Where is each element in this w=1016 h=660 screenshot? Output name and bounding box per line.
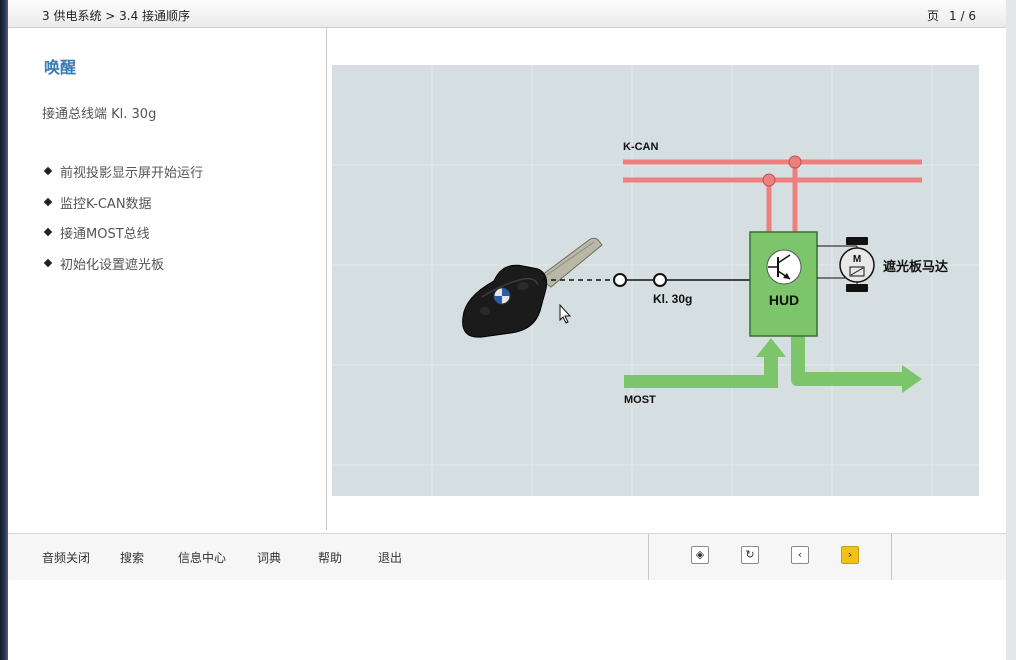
bullet-text: 接通MOST总线 <box>60 227 150 242</box>
page-indicator: 页 1 / 6 <box>927 7 976 24</box>
reload-icon[interactable]: ↻ <box>741 546 759 564</box>
kl30g-label: Kl. 30g <box>653 292 692 306</box>
top-bar: 3 供电系统 > 3.4 接通顺序 页 1 / 6 <box>8 0 1006 28</box>
search-button[interactable]: 搜索 <box>120 551 145 565</box>
bullet-text: 监控K-CAN数据 <box>60 196 152 212</box>
exit-button[interactable]: 退出 <box>378 551 403 565</box>
motor-label: 遮光板马达 <box>883 259 948 275</box>
bullet-diamond-icon <box>43 258 53 267</box>
car-key-icon <box>462 237 603 338</box>
right-window-edge <box>1006 0 1016 660</box>
bullet-diamond-icon <box>43 227 53 237</box>
navigation-controls: ◈ ↻ ‹ › <box>648 534 892 580</box>
help-button[interactable]: 帮助 <box>318 551 343 565</box>
bottom-toolbar: 音频关闭 搜索 信息中心 词典 帮助 退出 ◈ ↻ ‹ › <box>8 533 1006 580</box>
motor-symbol: M <box>853 254 861 265</box>
bullet-text: 初始化设置遮光板 <box>60 257 165 273</box>
info-center-button[interactable]: 信息中心 <box>178 551 227 565</box>
page-count: 1 / 6 <box>949 9 976 23</box>
fullscreen-icon[interactable]: ◈ <box>691 546 709 564</box>
most-label: MOST <box>624 394 656 406</box>
dictionary-button[interactable]: 词典 <box>257 551 282 565</box>
panel-divider <box>326 28 327 530</box>
next-icon[interactable]: › <box>841 546 859 564</box>
mouse-cursor-icon <box>559 303 572 324</box>
page-subtitle: 接通总线端 Kl. 30g <box>42 107 157 122</box>
audio-off-button[interactable]: 音频关闭 <box>42 551 91 565</box>
kcan-bus <box>623 155 922 233</box>
bullet-item: 前视投影显示屏开始运行 <box>43 162 204 193</box>
empty-area <box>8 580 1006 660</box>
bullet-text: 前视投影显示屏开始运行 <box>60 166 204 181</box>
bullet-diamond-icon <box>43 166 53 176</box>
previous-icon[interactable]: ‹ <box>791 546 809 564</box>
hud-label: HUD <box>769 292 799 308</box>
kl30g-connection <box>542 273 750 287</box>
hud-unit <box>749 231 818 337</box>
kcan-label: K-CAN <box>623 141 658 153</box>
most-bus <box>624 336 922 393</box>
bullet-diamond-icon <box>43 197 53 206</box>
page-title: 唤醒 <box>44 58 77 77</box>
wiring-diagram: K-CAN MOST Kl. 30g HUD <box>332 65 979 496</box>
bullet-item: 初始化设置遮光板 <box>43 254 203 285</box>
bullet-list: 前视投影显示屏开始运行 监控K-CAN数据 接通MOST总线 初始化设置遮光板 <box>43 162 204 285</box>
breadcrumb: 3 供电系统 > 3.4 接通顺序 <box>42 9 191 23</box>
bullet-item: 监控K-CAN数据 <box>43 193 203 224</box>
page-word: 页 <box>927 9 940 23</box>
motor-icon <box>817 237 875 292</box>
bullet-item: 接通MOST总线 <box>43 223 203 254</box>
left-window-edge <box>0 0 8 660</box>
